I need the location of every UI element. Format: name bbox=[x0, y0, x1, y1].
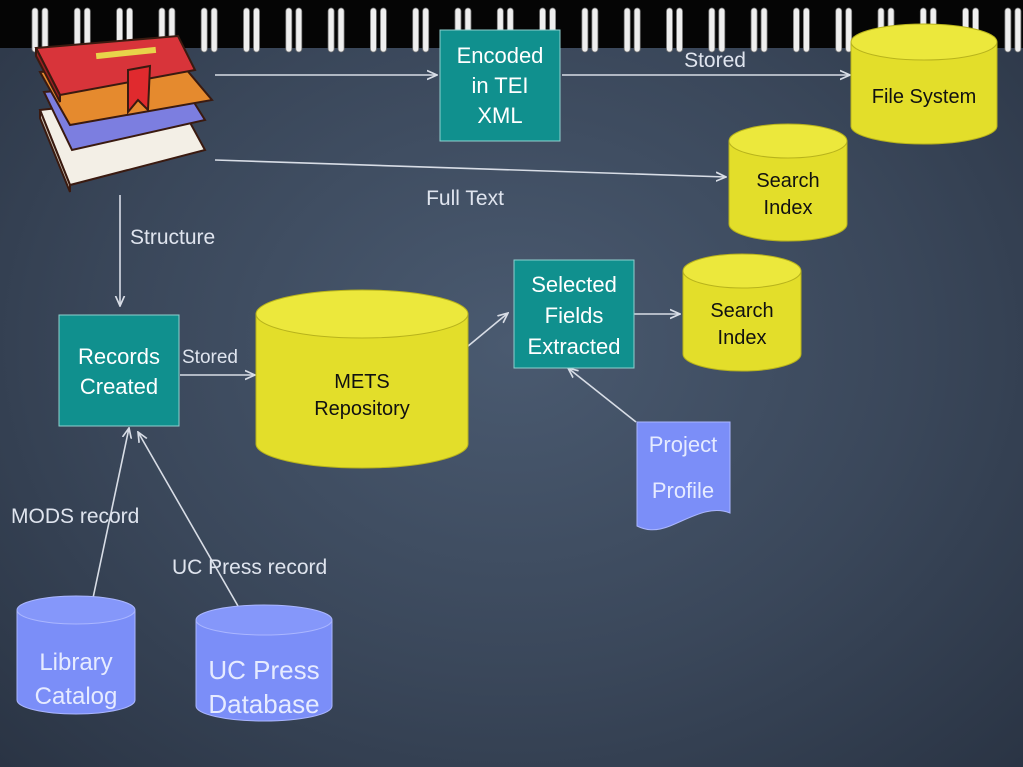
selected-fields-line1: Selected bbox=[531, 272, 617, 297]
spiral-ring bbox=[835, 7, 843, 53]
library-catalog-line1: Library bbox=[39, 649, 112, 676]
project-profile-line2: Profile bbox=[652, 478, 714, 503]
file-system-cylinder bbox=[850, 23, 998, 145]
search-index-top-line2: Index bbox=[764, 197, 813, 219]
search-index-top-line1: Search bbox=[756, 170, 819, 192]
spiral-ring bbox=[200, 7, 208, 53]
spiral-ring bbox=[31, 7, 39, 53]
edge-label-stored-top: Stored bbox=[684, 49, 746, 72]
edge-label-uc-press-record: UC Press record bbox=[172, 556, 327, 579]
file-system-label: File System bbox=[872, 86, 976, 108]
spiral-ring bbox=[1014, 7, 1022, 53]
tei-line2: in TEI bbox=[471, 73, 528, 98]
spiral-ring bbox=[295, 7, 303, 53]
spiral-ring bbox=[803, 7, 810, 53]
tei-line3: XML bbox=[477, 103, 522, 128]
spiral-ring bbox=[633, 7, 641, 53]
edge-label-structure: Structure bbox=[130, 226, 215, 249]
records-created-box bbox=[58, 314, 180, 427]
search-index-top-cylinder bbox=[728, 123, 848, 242]
selected-fields-line2: Fields bbox=[545, 303, 604, 328]
spiral-ring bbox=[581, 7, 589, 53]
edge-library-catalog-to-records bbox=[92, 428, 129, 599]
uc-press-database-line1: UC Press bbox=[208, 655, 319, 685]
spiral-ring bbox=[41, 7, 49, 53]
spiral-ring bbox=[210, 7, 218, 53]
spiral-ring bbox=[845, 7, 853, 53]
uc-press-database-cylinder bbox=[195, 604, 333, 722]
edge-uc-press-to-records bbox=[138, 432, 239, 607]
library-catalog-cylinder bbox=[16, 595, 136, 715]
spiral-ring bbox=[285, 7, 293, 53]
spiral-ring bbox=[591, 7, 599, 53]
mets-repository-line2: Repository bbox=[314, 398, 410, 420]
edge-label-stored-records: Stored bbox=[182, 347, 238, 368]
library-catalog-line2: Catalog bbox=[35, 683, 118, 710]
spiral-ring bbox=[750, 7, 758, 53]
spiral-ring bbox=[793, 7, 800, 53]
uc-press-database-line2: Database bbox=[208, 689, 319, 719]
spiral-ring bbox=[412, 7, 420, 53]
records-created-line1: Records bbox=[78, 344, 160, 369]
spiral-ring bbox=[666, 7, 673, 53]
spiral-ring bbox=[243, 7, 250, 53]
spiral-ring bbox=[623, 7, 631, 53]
spiral-ring bbox=[676, 7, 683, 53]
search-index-mid-line2: Index bbox=[718, 327, 767, 349]
spiral-ring bbox=[422, 7, 430, 53]
edge-label-full-text: Full Text bbox=[426, 187, 504, 210]
mets-repository-line1: METS bbox=[334, 371, 390, 393]
tei-line1: Encoded bbox=[457, 43, 544, 68]
books-icon bbox=[34, 34, 214, 193]
selected-fields-box bbox=[513, 259, 635, 369]
mets-repository-cylinder bbox=[255, 289, 469, 469]
edge-books-to-search-index bbox=[214, 159, 726, 177]
connectors bbox=[92, 75, 850, 607]
project-profile-line1: Project bbox=[649, 432, 717, 457]
selected-fields-line3: Extracted bbox=[528, 334, 621, 359]
project-profile-document bbox=[636, 421, 731, 531]
spiral-ring bbox=[327, 7, 335, 53]
spiral-ring bbox=[369, 7, 377, 53]
edge-label-mods-record: MODS record bbox=[11, 505, 139, 528]
spiral-ring bbox=[708, 7, 716, 53]
records-created-line2: Created bbox=[80, 374, 158, 399]
spiral-ring bbox=[718, 7, 726, 53]
spiral-ring bbox=[760, 7, 768, 53]
edge-project-profile-to-selected-fields bbox=[568, 368, 637, 423]
spiral-ring bbox=[253, 7, 260, 53]
tei-box bbox=[439, 29, 561, 142]
search-index-mid-line1: Search bbox=[710, 300, 773, 322]
search-index-mid-cylinder bbox=[682, 253, 802, 372]
spiral-ring bbox=[1004, 7, 1012, 53]
spiral-ring bbox=[379, 7, 387, 53]
spiral-ring bbox=[337, 7, 345, 53]
